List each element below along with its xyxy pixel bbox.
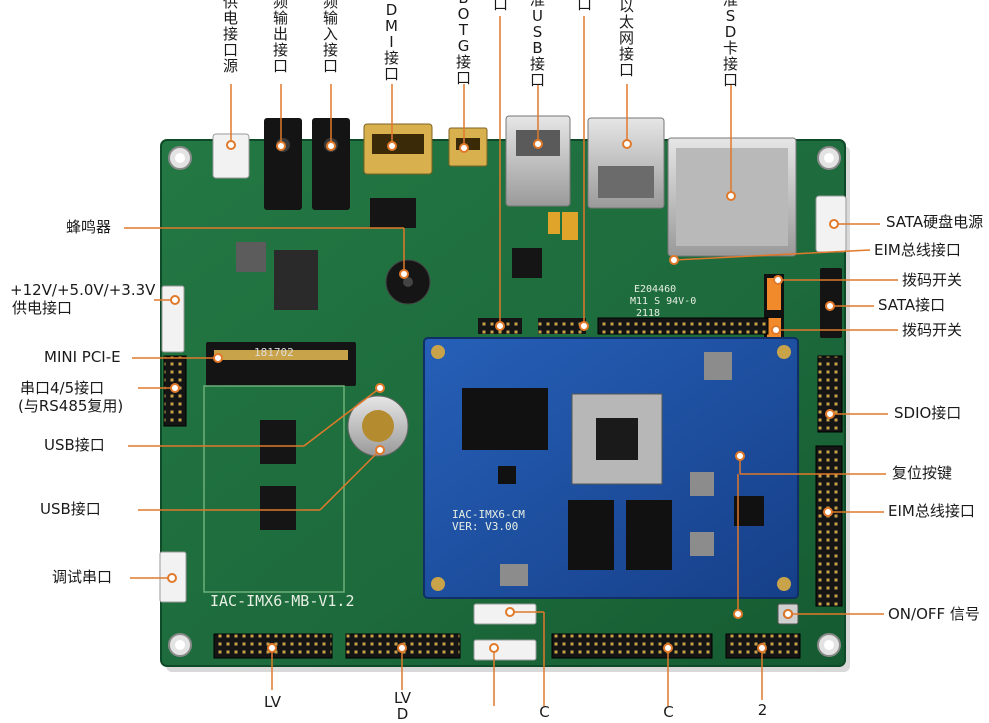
lot-code-silkscreen: E204460	[634, 284, 677, 295]
label-onoff: ON/OFF 信号	[888, 605, 980, 623]
inductor	[236, 242, 266, 272]
pmic-chip	[734, 496, 764, 526]
usb-hub-chip-2	[260, 486, 296, 530]
label-power-source: 供电接口源	[222, 0, 238, 75]
callout-dots	[167, 139, 839, 653]
usb-hub-chip-1	[260, 420, 296, 464]
module-name-silkscreen: IAC-IMX6-CM	[452, 508, 525, 521]
ul-mark-silkscreen: M11 S 94V-0	[630, 296, 697, 307]
label-sd-card: 准SD卡接口	[722, 0, 738, 89]
sdio-header	[817, 355, 843, 433]
can-connector-1	[473, 603, 537, 625]
label-uart45: 串口4/5接口	[20, 379, 105, 397]
label-audio-out: 频输出接口	[272, 0, 288, 75]
can-connector-2	[473, 639, 537, 661]
label-dip-1: 拨码开关	[902, 271, 963, 289]
board-name-silkscreen: IAC-IMX6-MB-V1.2	[210, 592, 355, 610]
label-mini-pcie: MINI PCI-E	[44, 348, 121, 366]
ram-chip-1	[568, 500, 614, 570]
label-header-right: 2	[757, 701, 768, 719]
label-sata-power: SATA硬盘电源	[886, 213, 984, 231]
label-usb-2: USB接口	[40, 500, 101, 518]
label-eim-side: EIM总线接口	[888, 502, 975, 520]
label-sata: SATA接口	[878, 296, 946, 314]
label-lvds-2: LVD	[394, 689, 411, 723]
audio-in-jack	[312, 118, 350, 210]
gpio-header	[551, 633, 713, 659]
eim-header	[815, 445, 843, 607]
label-eim-top: EIM总线接口	[874, 241, 961, 259]
label-ethernet: 以太网接口	[618, 0, 634, 79]
callout-lines	[124, 16, 898, 706]
label-power-rails: +12V/+5.0V/+3.3V	[10, 281, 156, 299]
label-sdio: SDIO接口	[894, 404, 962, 422]
label-audio-in: 频输入接口	[322, 0, 338, 75]
label-can-b: C	[663, 703, 674, 721]
label-dip-2: 拨码开关	[902, 321, 963, 339]
label-hdmi: HDMI接口	[383, 0, 399, 83]
label-port-a: 口	[492, 0, 508, 13]
label-usb-1: USB接口	[44, 436, 105, 454]
lvds-header-2	[345, 633, 461, 659]
regulator-chip	[274, 250, 318, 310]
label-power-interface: 供电接口	[12, 299, 73, 317]
eim-header-top	[597, 317, 769, 335]
label-debug-uart: 调试串口	[52, 568, 113, 586]
audio-out-jack	[264, 118, 302, 210]
label-usb-otg: B OTG接口	[455, 0, 471, 87]
pcie-area	[203, 385, 345, 593]
ram-chip-2	[626, 500, 672, 570]
label-lvds-1: LV	[264, 693, 281, 711]
label-rs485-note: (与RS485复用)	[18, 397, 124, 415]
label-std-usb: 准USB接口	[529, 0, 545, 89]
date-code-silkscreen: 2118	[636, 308, 661, 319]
label-can-a: C	[539, 703, 550, 721]
label-buzzer: 蜂鸣器	[66, 218, 112, 236]
pcie-chip-marking: 181702	[254, 346, 294, 359]
label-reset: 复位按键	[892, 464, 953, 482]
lvds-header-1	[213, 633, 333, 659]
label-port-b: 口	[576, 0, 592, 13]
emmc-chip	[462, 388, 548, 450]
module-version-silkscreen: VER: V3.00	[452, 520, 519, 533]
